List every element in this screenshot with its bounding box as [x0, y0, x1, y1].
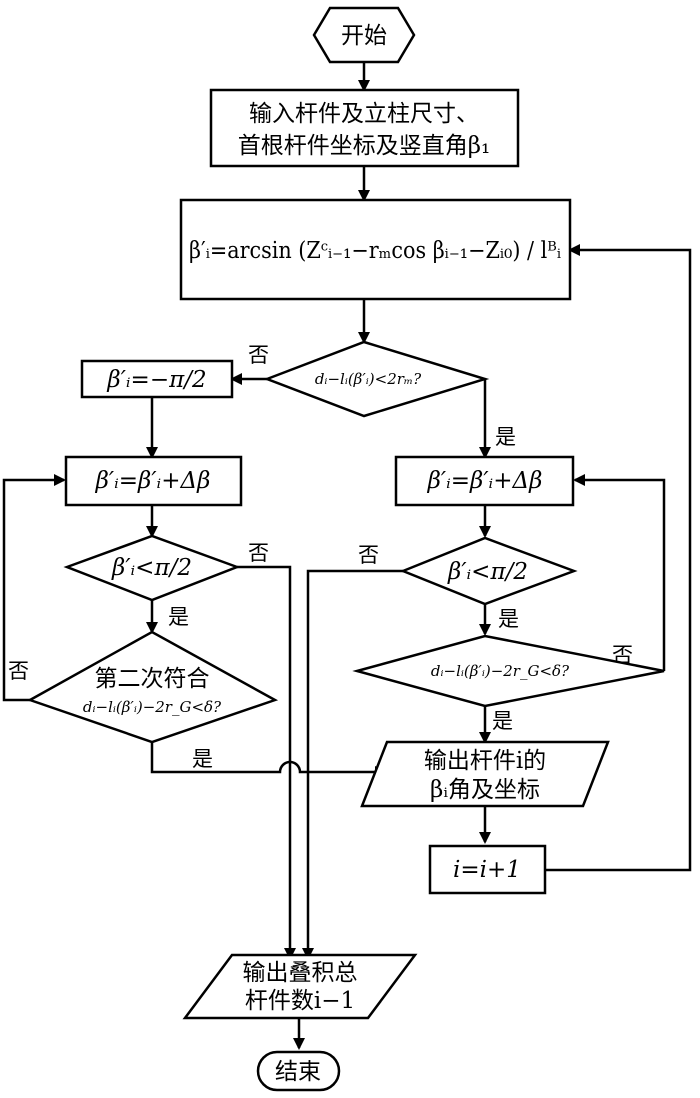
- node-increment-left: β′ᵢ=β′ᵢ+Δβ: [64, 455, 243, 507]
- arrow-right-loop-no: [573, 474, 666, 671]
- end-label: 结束: [275, 1059, 321, 1085]
- node-counter: i=i+1: [428, 844, 547, 895]
- second-match-line2: dᵢ−lᵢ(β′ᵢ)−2r_G<δ?: [83, 698, 222, 716]
- second-match-line1: 第二次符合: [95, 666, 210, 692]
- node-decision-gap: dᵢ−lᵢ(β′ᵢ)<2rₘ?: [263, 340, 490, 418]
- node-formula: β′ᵢ=arcsin (Zᶜᵢ₋₁−rₘcos βᵢ₋₁−Zᵢ₀) / lᴮᵢ: [179, 198, 572, 301]
- arrow-left-check-no: [237, 565, 296, 960]
- node-check-half-pi-right: β′ᵢ<π/2: [399, 536, 578, 606]
- node-increment-right: β′ᵢ=β′ᵢ+Δβ: [394, 455, 575, 507]
- label-no-left-check: 否: [248, 541, 269, 565]
- node-output: 输出杆件i的 βᵢ角及坐标: [360, 740, 610, 808]
- label-yes-left-second: 是: [192, 747, 213, 771]
- check-half-pi-right-text: β′ᵢ<π/2: [447, 559, 528, 585]
- node-set-neg-half-pi: β′ᵢ=−π/2: [80, 359, 234, 399]
- counter-box: [428, 844, 547, 895]
- output-parallelogram: [360, 740, 610, 808]
- total-parallelogram: [182, 953, 418, 1020]
- end-terminator: [256, 1050, 341, 1092]
- output-line2: βᵢ角及坐标: [430, 777, 540, 803]
- label-no-right-check: 否: [358, 543, 379, 567]
- check-delta-right-diamond: [352, 634, 665, 708]
- input-line1: 输入杆件及立柱尺寸、: [249, 101, 479, 127]
- node-total: 输出叠积总 杆件数i−1: [182, 953, 418, 1020]
- increment-left-text: β′ᵢ=β′ᵢ+Δβ: [95, 468, 211, 494]
- node-check-delta-right: dᵢ−lᵢ(β′ᵢ)−2r_G<δ?: [352, 634, 665, 708]
- arrow-right-check-no: [302, 569, 403, 960]
- start-hexagon: [312, 6, 416, 64]
- check-half-pi-left-text: β′ᵢ<π/2: [111, 555, 192, 581]
- label-yes-right-delta: 是: [492, 709, 513, 733]
- check-half-pi-right-diamond: [399, 536, 578, 606]
- label-yes-decision: 是: [495, 425, 516, 449]
- check-half-pi-left-diamond: [63, 534, 241, 602]
- total-line1: 输出叠积总: [243, 960, 358, 986]
- decision-gap-text: dᵢ−lᵢ(β′ᵢ)<2rₘ?: [315, 370, 422, 388]
- set-neg-half-pi-box: [80, 359, 234, 399]
- label-no-left-second: 否: [8, 659, 29, 683]
- total-line2: 杆件数i−1: [245, 988, 355, 1014]
- node-second-match: 第二次符合 dᵢ−lᵢ(β′ᵢ)−2r_G<δ?: [26, 630, 279, 744]
- set-neg-half-pi-text: β′ᵢ=−π/2: [106, 367, 206, 393]
- output-line1: 输出杆件i的: [424, 748, 546, 774]
- start-label: 开始: [341, 23, 387, 49]
- increment-right-box: [394, 455, 575, 507]
- connectors: [2, 62, 692, 1050]
- input-line2: 首根杆件坐标及竖直角β₁: [238, 133, 491, 159]
- formula-text: β′ᵢ=arcsin (Zᶜᵢ₋₁−rₘcos βᵢ₋₁−Zᵢ₀) / lᴮᵢ: [189, 238, 561, 264]
- arrow-left-second-yes: [150, 742, 387, 778]
- increment-left-box: [64, 455, 243, 507]
- label-yes-left-check: 是: [168, 605, 189, 629]
- node-start: 开始: [312, 6, 416, 64]
- label-no-decision: 否: [248, 343, 269, 367]
- decision-gap-diamond: [263, 340, 490, 418]
- check-delta-right-text: dᵢ−lᵢ(β′ᵢ)−2r_G<δ?: [431, 662, 570, 680]
- arrow-left-loop-no: [2, 474, 66, 702]
- label-yes-right-check: 是: [498, 607, 519, 631]
- second-match-diamond: [26, 630, 279, 744]
- formula-box: [179, 198, 572, 301]
- input-box: [209, 88, 520, 168]
- increment-right-text: β′ᵢ=β′ᵢ+Δβ: [427, 468, 543, 494]
- node-end: 结束: [256, 1050, 341, 1092]
- node-input: 输入杆件及立柱尺寸、 首根杆件坐标及竖直角β₁: [209, 88, 520, 168]
- counter-text: i=i+1: [453, 857, 521, 883]
- arrow-counter-loop: [545, 244, 692, 872]
- node-check-half-pi-left: β′ᵢ<π/2: [63, 534, 241, 602]
